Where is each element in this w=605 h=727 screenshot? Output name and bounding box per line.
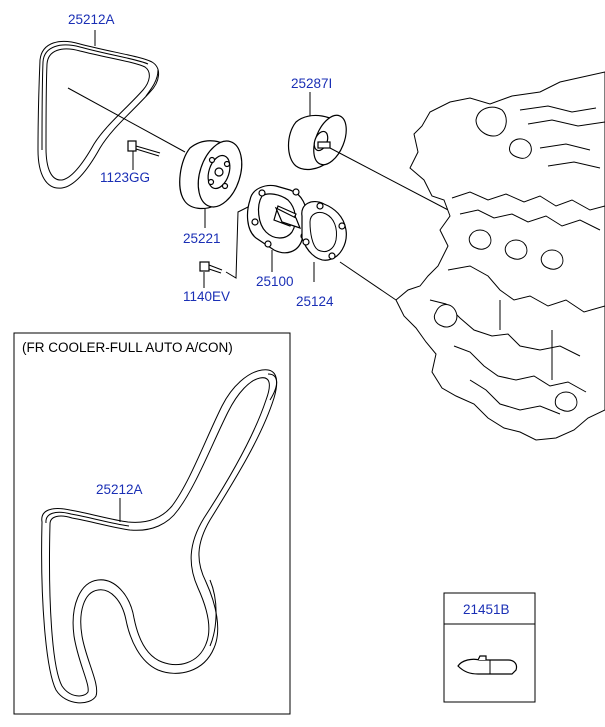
variant-frame: [13, 332, 291, 715]
drive-belt-variant[interactable]: [41, 369, 278, 704]
engine-block: [395, 71, 605, 441]
sealant-box[interactable]: [443, 592, 536, 703]
drive-belt-top[interactable]: [37, 40, 159, 189]
label-bolt-1: 1123GG: [100, 170, 150, 185]
label-pulley: 25221: [183, 231, 221, 246]
label-water-pump: 25100: [256, 274, 294, 289]
bolt-1140ev[interactable]: [199, 261, 223, 274]
bolt-1123gg[interactable]: [127, 140, 161, 157]
idler-pulley[interactable]: [287, 111, 353, 171]
variant-caption: (FR COOLER-FULL AUTO A/CON): [22, 340, 233, 355]
water-pump-pulley[interactable]: [179, 135, 250, 212]
label-belt-top: 25212A: [68, 12, 115, 27]
label-sealant: 21451B: [463, 602, 510, 617]
label-idler: 25287I: [291, 76, 332, 91]
water-pump-gasket[interactable]: [301, 201, 347, 261]
label-gasket: 25124: [296, 294, 334, 309]
label-belt-box: 25212A: [96, 482, 143, 497]
water-pump[interactable]: [246, 184, 308, 254]
label-bolt-2: 1140EV: [183, 289, 230, 304]
